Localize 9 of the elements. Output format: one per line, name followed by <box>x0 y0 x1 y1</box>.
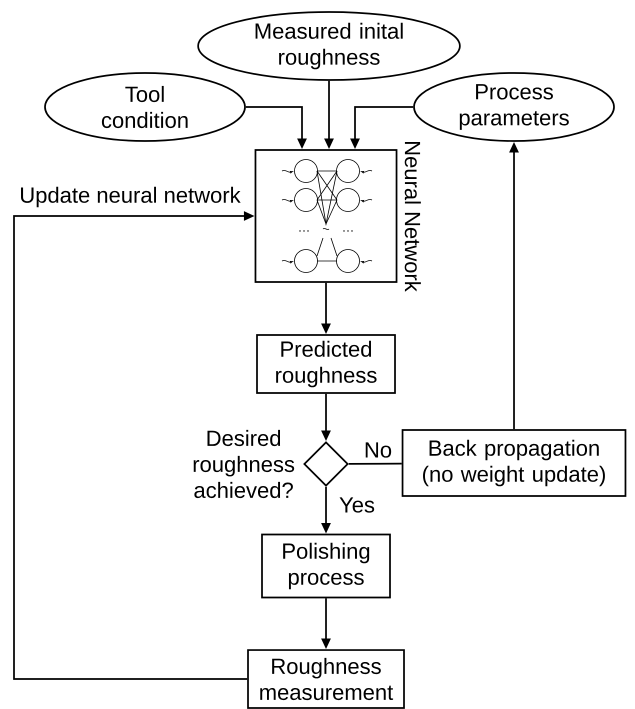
process-box: Back propagation (no weight update) <box>402 429 626 497</box>
edge-label: No <box>362 441 394 460</box>
question-label: Desired roughness achieved? <box>194 430 294 498</box>
process-box: Polishing process <box>261 534 391 598</box>
process-box: Predicted roughness <box>256 334 396 394</box>
box-heading: Neural Network <box>404 142 421 292</box>
edge-label: Update neural network <box>18 185 242 209</box>
edge-label: Yes <box>338 496 376 514</box>
process-box: Roughness measurement <box>247 649 405 709</box>
